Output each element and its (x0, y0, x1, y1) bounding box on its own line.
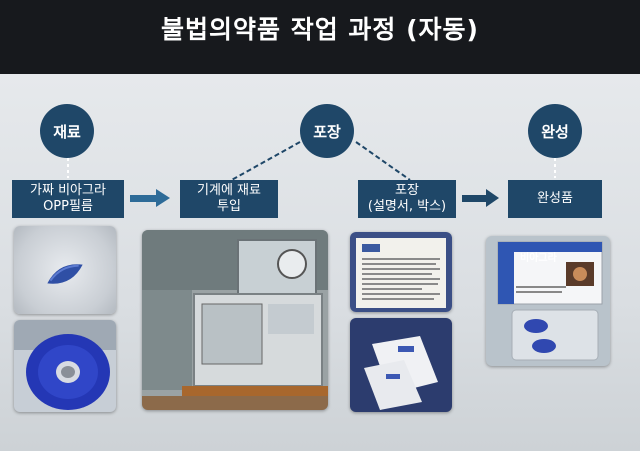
arrow-right-icon (130, 189, 170, 207)
stage-box-complete: 완성품 (508, 180, 602, 218)
photo-flattened-boxes (350, 318, 452, 412)
photo-fake-pill (14, 226, 116, 314)
title-banner: 불법의약품 작업 과정 (자동) (0, 0, 640, 74)
box-line: 투입 (217, 199, 241, 214)
machine-icon (142, 230, 328, 410)
stage-box-packaging: 포장 (설명서, 박스) (358, 180, 456, 218)
product-label: 비아그라 (520, 253, 557, 264)
document-icon (350, 232, 452, 312)
box-line: 기계에 재료 (197, 183, 261, 198)
pill-icon (47, 264, 83, 284)
product-package-icon (497, 241, 603, 361)
photo-packaging-machine (142, 230, 328, 410)
box-line: (설명서, 박스) (367, 199, 447, 214)
stage-circle-material: 재료 (40, 104, 94, 158)
film-roll-icon (14, 320, 116, 410)
stage-circle-packaging: 포장 (300, 104, 354, 158)
stage-box-material: 가짜 비아그라 OPP필름 (12, 180, 124, 218)
stage-circle-complete: 완성 (528, 104, 582, 158)
box-line: 포장 (395, 183, 419, 198)
box-line: OPP필름 (43, 199, 93, 214)
box-line: 가짜 비아그라 (30, 183, 106, 198)
page-title: 불법의약품 작업 과정 (자동) (161, 15, 479, 44)
box-icon (364, 336, 438, 410)
photo-instruction-leaflet (350, 232, 452, 312)
arrow-right-icon (462, 189, 499, 207)
stage-box-machine: 기계에 재료 투입 (180, 180, 278, 218)
photo-opp-film-roll (14, 320, 116, 412)
box-line: 완성품 (537, 191, 573, 206)
photo-finished-product: 비아그라 (486, 236, 610, 366)
